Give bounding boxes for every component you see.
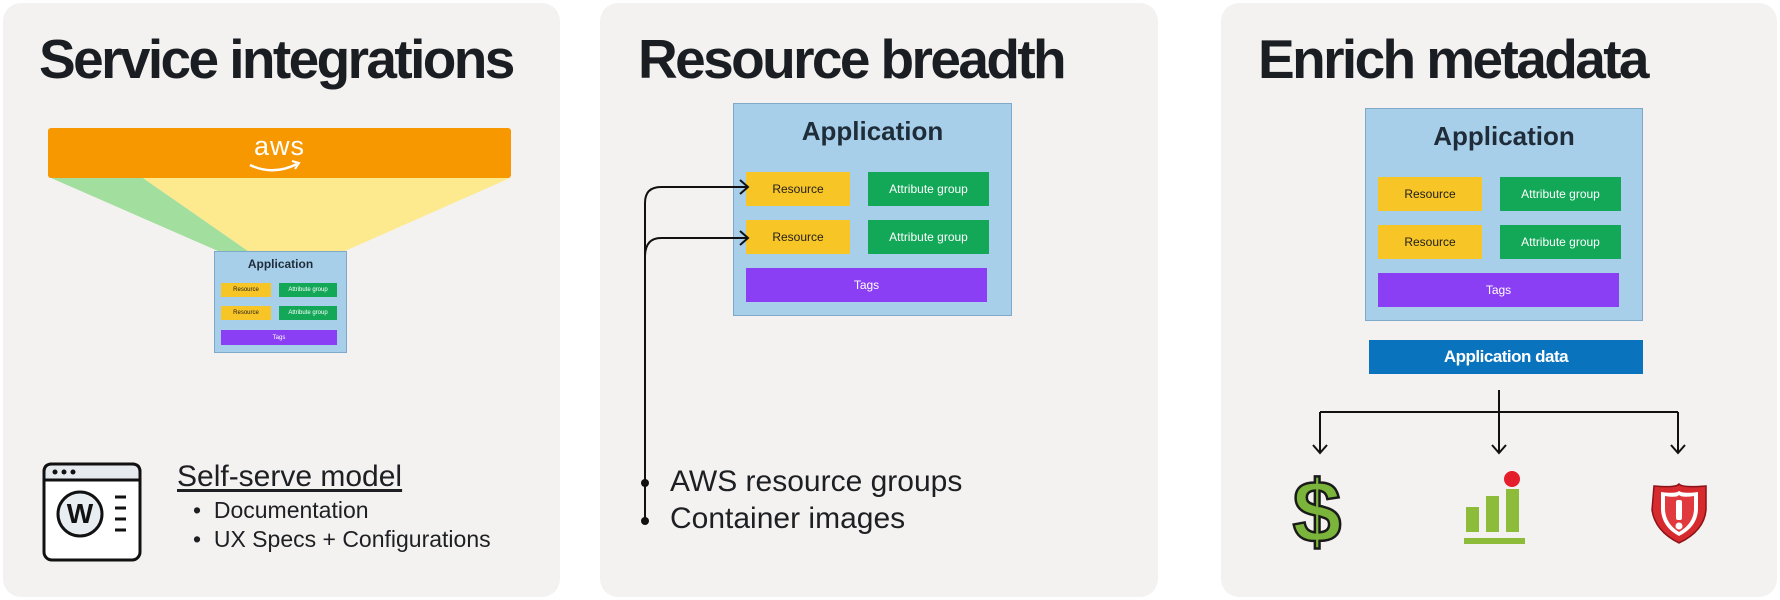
output-arrows	[1312, 390, 1686, 455]
attribute-group-chip: Attribute group	[868, 220, 989, 254]
self-serve-item: • UX Specs + Configurations	[193, 526, 491, 552]
resource-chip: Resource	[221, 283, 271, 297]
resource-breadth-panel: Resource breadth Application Resource At…	[600, 3, 1158, 597]
attribute-group-chip: Attribute group	[1500, 225, 1621, 259]
attribute-group-chip: Attribute group	[868, 172, 989, 206]
resource-chip: Resource	[1378, 225, 1482, 259]
resource-chip: Resource	[1378, 177, 1482, 211]
application-box: Application Resource Attribute group Res…	[214, 251, 347, 353]
resource-chip: Resource	[221, 306, 271, 320]
analytics-chart-icon	[1464, 471, 1525, 544]
self-serve-heading: Self-serve model	[177, 460, 403, 493]
aws-logo: aws	[253, 131, 305, 161]
aws-smile-icon	[249, 160, 301, 172]
attribute-group-chip: Attribute group	[279, 283, 337, 297]
application-box: Application Resource Attribute group Res…	[1365, 108, 1643, 321]
enrich-metadata-panel: Enrich metadata Application Resource Att…	[1221, 3, 1777, 597]
panel-title: Service integrations	[39, 28, 515, 90]
resource-chip: Resource	[746, 172, 850, 206]
browser-w-letter: W	[66, 498, 94, 529]
panel-title: Enrich metadata	[1258, 28, 1650, 90]
self-serve-item: • Documentation	[193, 497, 369, 523]
aws-bar: aws	[48, 128, 511, 178]
connector-lines	[641, 179, 750, 525]
application-title: Application	[1433, 121, 1575, 151]
tags-chip: Tags	[1378, 273, 1619, 307]
application-title: Application	[801, 116, 944, 146]
tags-chip: Tags	[221, 330, 337, 345]
source-item: Container images	[670, 502, 906, 535]
application-data-bar: Application data	[1369, 340, 1643, 374]
panel-title: Resource breadth	[638, 28, 1067, 90]
application-box: Application Resource Attribute group Res…	[733, 103, 1012, 316]
svg-text:$: $	[1293, 462, 1342, 561]
dollar-icon: $	[1291, 461, 1342, 563]
source-item: AWS resource groups	[670, 465, 963, 498]
application-title: Application	[247, 257, 314, 271]
funnel-graphic	[51, 178, 510, 251]
browser-w-icon	[42, 462, 142, 562]
security-shield-icon	[1651, 482, 1707, 544]
attribute-group-chip: Attribute group	[1500, 177, 1621, 211]
service-integrations-panel: Service integrations aws Application Res…	[3, 3, 560, 597]
attribute-group-chip: Attribute group	[279, 306, 337, 320]
tags-chip: Tags	[746, 268, 987, 302]
resource-chip: Resource	[746, 220, 850, 254]
